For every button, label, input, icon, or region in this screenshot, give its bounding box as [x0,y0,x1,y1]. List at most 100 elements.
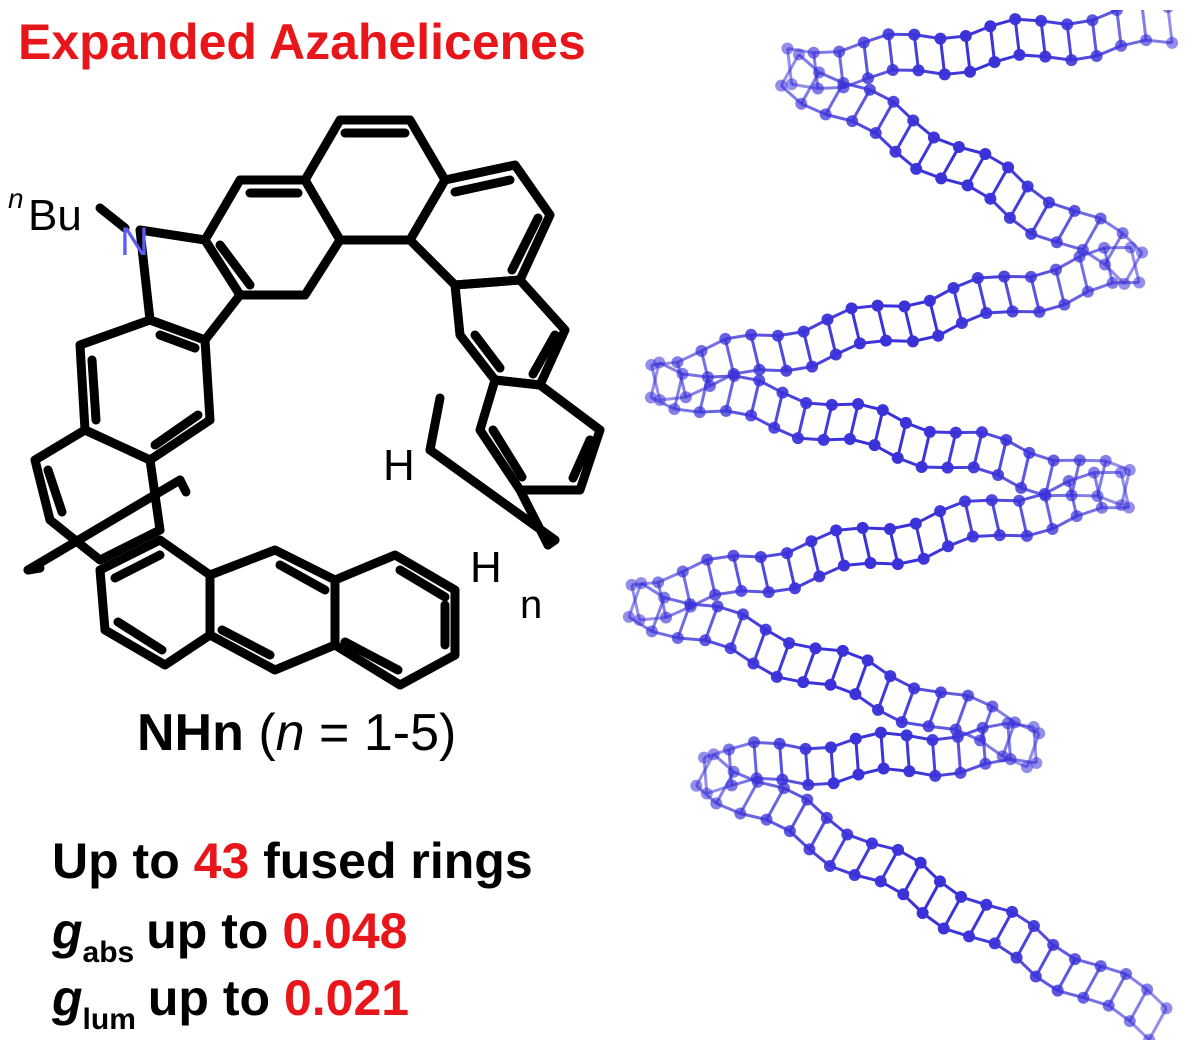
helix-atom [724,642,737,655]
helix-bonds [627,10,1174,1040]
helix-atom [971,271,984,284]
helix-atom [807,46,820,59]
helix-atom [899,416,912,429]
helix-atom [1162,10,1174,14]
helix-atom [900,729,913,742]
helix-atom [914,856,927,869]
helix-atom [833,45,846,58]
helix-atom [777,782,790,795]
helix-atom [917,552,930,565]
rings-value: 43 [193,833,250,889]
helix-atom [775,79,788,92]
helix-atom [1047,454,1060,467]
helix-atom [933,875,946,888]
helix-atom [747,657,760,670]
helix-bond [861,527,872,564]
helix-atom [1027,920,1040,933]
helix-atom [1077,991,1090,1004]
helix-atom [736,608,749,621]
helix-atom [671,356,684,369]
helix-bond [914,523,926,560]
helix-atom [935,172,948,185]
helix-atom [845,302,858,315]
helix-bond [749,380,761,416]
helix-atom [802,778,815,791]
helix-atom [1091,489,1104,502]
fused-rings-stat: Up to 43 fused rings [52,831,533,891]
helix-atom [1046,522,1059,535]
helix-atom [753,363,766,376]
helix-atom [797,325,810,338]
helix-atom [932,329,945,342]
helix-atom [735,584,748,597]
helix-bond [779,53,801,87]
helix-atom [862,72,875,85]
helix-atom [909,517,922,530]
repeat-subscript: n [520,583,542,627]
helix-atom [876,404,889,417]
helix-atom [817,433,830,446]
azahelicene-structure: N n Bu H H n [8,115,605,690]
helix-atom [699,634,712,647]
helix-atom [872,703,885,716]
rings-prefix: Up to [52,833,194,889]
compound-variable: n [275,704,305,762]
helix-atom [1013,48,1026,61]
helix-atom [734,807,747,820]
helix-atom [633,614,646,627]
helix-atom [837,77,850,90]
helix-atom [886,63,899,76]
helix-atom [849,688,862,701]
helix-atom [1115,39,1128,52]
helix-atom [962,689,975,702]
helix-atom [762,586,775,599]
helix-atom [976,721,989,734]
helix-atom [813,570,826,583]
helix-atom [806,360,819,373]
helix-atom [852,768,865,781]
helix-atom [1073,454,1086,467]
helix-atom [801,793,814,806]
helix-atom [934,686,947,699]
helix-atom [937,922,950,935]
hydrogen-label-top: H [383,441,415,490]
helix-atom [974,734,987,747]
helix-atom [923,294,936,307]
helix-atom [695,345,708,358]
helix-bond [834,530,846,566]
helix-atom [813,66,826,79]
helix-atom [906,335,919,348]
helix-atom [856,521,869,534]
helix-atom [1123,1015,1136,1028]
helix-atom [883,523,896,536]
helix-atom [1027,721,1040,734]
helix-atom [783,825,796,838]
helix-atom [1023,446,1036,459]
nitrogen-label: N [120,220,149,264]
helix-atom [955,317,968,330]
helix-atom [959,30,972,43]
helix-atom [846,115,859,128]
helix-atom [882,28,895,41]
helix-bond [785,552,797,589]
helix-atom [961,179,974,192]
helix-atom [1003,211,1016,224]
helix-atoms [622,10,1179,1040]
helix-atom [891,451,904,464]
helix-atom [892,843,905,856]
helix-atom [780,364,793,377]
helix-atom [701,371,714,384]
helix-atom [1061,18,1074,31]
helix-atom [927,131,940,144]
helix-atom [781,42,794,55]
helix-atom [809,642,822,655]
helix-atom [985,494,998,507]
helix-atom [874,726,887,739]
helix-atom [879,334,892,347]
helix-atom [967,461,980,474]
helix-atom [916,906,929,919]
helix-bond [888,528,900,565]
helix-atom [720,404,733,417]
helix-atom [1094,960,1107,973]
helix-atom [1006,305,1019,318]
